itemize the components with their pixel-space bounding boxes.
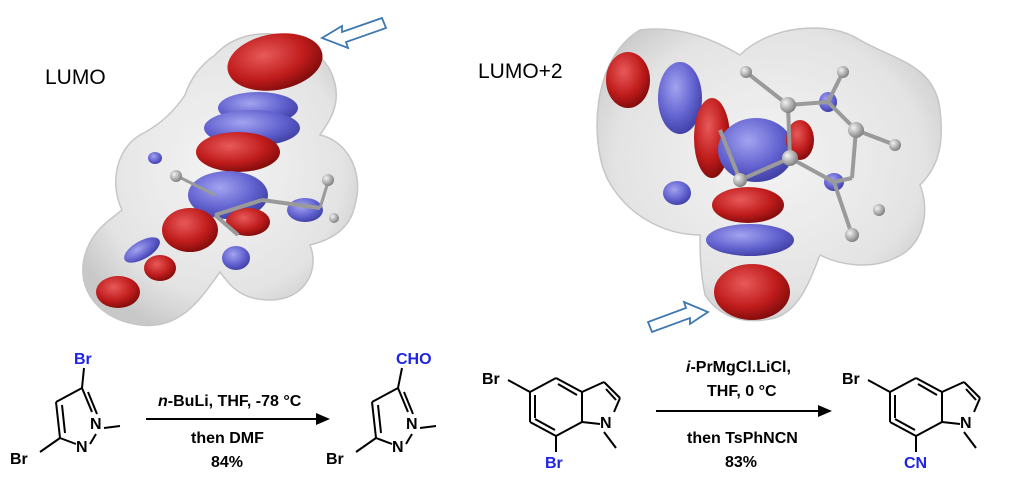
n-atom-label: N bbox=[960, 415, 972, 432]
lumo-molecule-atom bbox=[329, 213, 339, 223]
lumo2-label: LUMO+2 bbox=[478, 60, 563, 83]
br-label: Br bbox=[326, 451, 344, 468]
lumo2-molecule-atom bbox=[848, 122, 864, 138]
lumo2-molecule-bond bbox=[832, 181, 854, 236]
reaction-1: Br Br N N n-BuLi, THF, -78 °C then DMF 8… bbox=[10, 351, 437, 471]
lumo-molecule-bond bbox=[318, 181, 330, 209]
n-atom-label: N bbox=[392, 439, 404, 456]
lumo-lobe-blue bbox=[188, 171, 268, 219]
reaction-1-condition-2: then DMF bbox=[191, 430, 264, 447]
lumo-molecule-bond bbox=[214, 198, 263, 217]
reaction-2-condition-2: THF, 0 °C bbox=[707, 383, 777, 400]
lumo2-molecule-bond bbox=[744, 70, 790, 107]
lumo2-arrow-icon bbox=[646, 300, 710, 334]
reaction-2-condition-3: then TsPhNCN bbox=[687, 430, 798, 447]
lumo2-lobe-blue bbox=[663, 181, 691, 205]
lumo-arrow-icon bbox=[319, 16, 388, 50]
reaction-1-yield: 84% bbox=[211, 454, 243, 471]
lumo-molecule-bond bbox=[213, 213, 240, 237]
lumo2-molecule-bond bbox=[833, 176, 853, 184]
lumo2-molecule-atom bbox=[780, 97, 796, 113]
br-label: Br bbox=[842, 371, 860, 388]
lumo-molecule-bond bbox=[261, 198, 321, 210]
reaction-2: Br Br N i-PrMgCl.LiCl, THF, 0 °C then Ts… bbox=[482, 359, 981, 472]
reactant-2-structure bbox=[507, 377, 621, 452]
lumo-molecule-atom bbox=[322, 174, 334, 186]
reactant-1-structure bbox=[39, 367, 121, 453]
lumo2-lobe-red bbox=[786, 120, 814, 160]
n-atom-label: N bbox=[600, 415, 612, 432]
lumo2-molecule-atom bbox=[845, 228, 859, 242]
lumo-lobe-red bbox=[162, 208, 218, 252]
lumo-lobe-red bbox=[196, 132, 280, 172]
lumo2-lobe-red bbox=[606, 52, 650, 108]
lumo2-orbital-render bbox=[596, 27, 943, 322]
product-2-structure bbox=[867, 377, 981, 452]
n-atom-label: N bbox=[90, 416, 102, 433]
n-atom-label: N bbox=[76, 439, 88, 456]
lumo2-molecule-bond bbox=[789, 156, 835, 184]
lumo2-lobe-red bbox=[712, 187, 784, 223]
lumo2-lobe-blue bbox=[706, 224, 794, 256]
lumo2-molecule-atom bbox=[782, 150, 798, 166]
lumo2-molecule-atom bbox=[733, 173, 747, 187]
reaction-1-condition-1: n-BuLi, THF, -78 °C bbox=[158, 393, 302, 410]
br-label: Br bbox=[545, 455, 563, 472]
lumo2-molecule-bond bbox=[739, 156, 791, 182]
lumo-lobe-red bbox=[96, 276, 140, 308]
lumo-orbital-render bbox=[82, 33, 359, 327]
lumo2-molecule-bond bbox=[850, 129, 858, 179]
br-label: Br bbox=[10, 451, 28, 468]
lumo-molecule-bond bbox=[174, 173, 216, 197]
lumo-lobe-blue bbox=[287, 198, 323, 222]
lumo2-lobe-red bbox=[714, 264, 790, 320]
lumo-molecule-atom bbox=[170, 170, 182, 182]
reaction-2-arrowhead bbox=[818, 405, 832, 417]
cn-group-label: CN bbox=[904, 455, 927, 472]
lumo2-molecule-atom bbox=[889, 139, 901, 151]
lumo2-molecule-atom bbox=[740, 66, 752, 78]
cho-group-label: CHO bbox=[396, 351, 432, 368]
lumo-lobe-red bbox=[226, 208, 270, 236]
lumo2-molecule-atom bbox=[873, 204, 885, 216]
lumo2-molecule-atom bbox=[837, 66, 849, 78]
lumo-lobe-red-top bbox=[227, 33, 323, 91]
lumo2-lobe-blue bbox=[658, 62, 702, 134]
lumo2-molecule-bond bbox=[718, 129, 742, 181]
lumo-lobe-red bbox=[144, 255, 176, 281]
reaction-2-condition-1: i-PrMgCl.LiCl, bbox=[686, 359, 791, 376]
n-atom-label: N bbox=[406, 416, 418, 433]
lumo-lobe-blue bbox=[222, 246, 250, 270]
lumo-lobe-blue bbox=[124, 237, 160, 263]
reaction-1-arrowhead bbox=[316, 413, 330, 425]
lumo-label: LUMO bbox=[45, 66, 106, 89]
br-label: Br bbox=[482, 371, 500, 388]
br-label: Br bbox=[74, 351, 92, 368]
lumo-lobe-blue bbox=[148, 152, 162, 164]
reaction-2-yield: 83% bbox=[725, 454, 757, 471]
product-1-structure bbox=[355, 367, 437, 453]
lumo2-molecule-bond bbox=[786, 104, 792, 159]
